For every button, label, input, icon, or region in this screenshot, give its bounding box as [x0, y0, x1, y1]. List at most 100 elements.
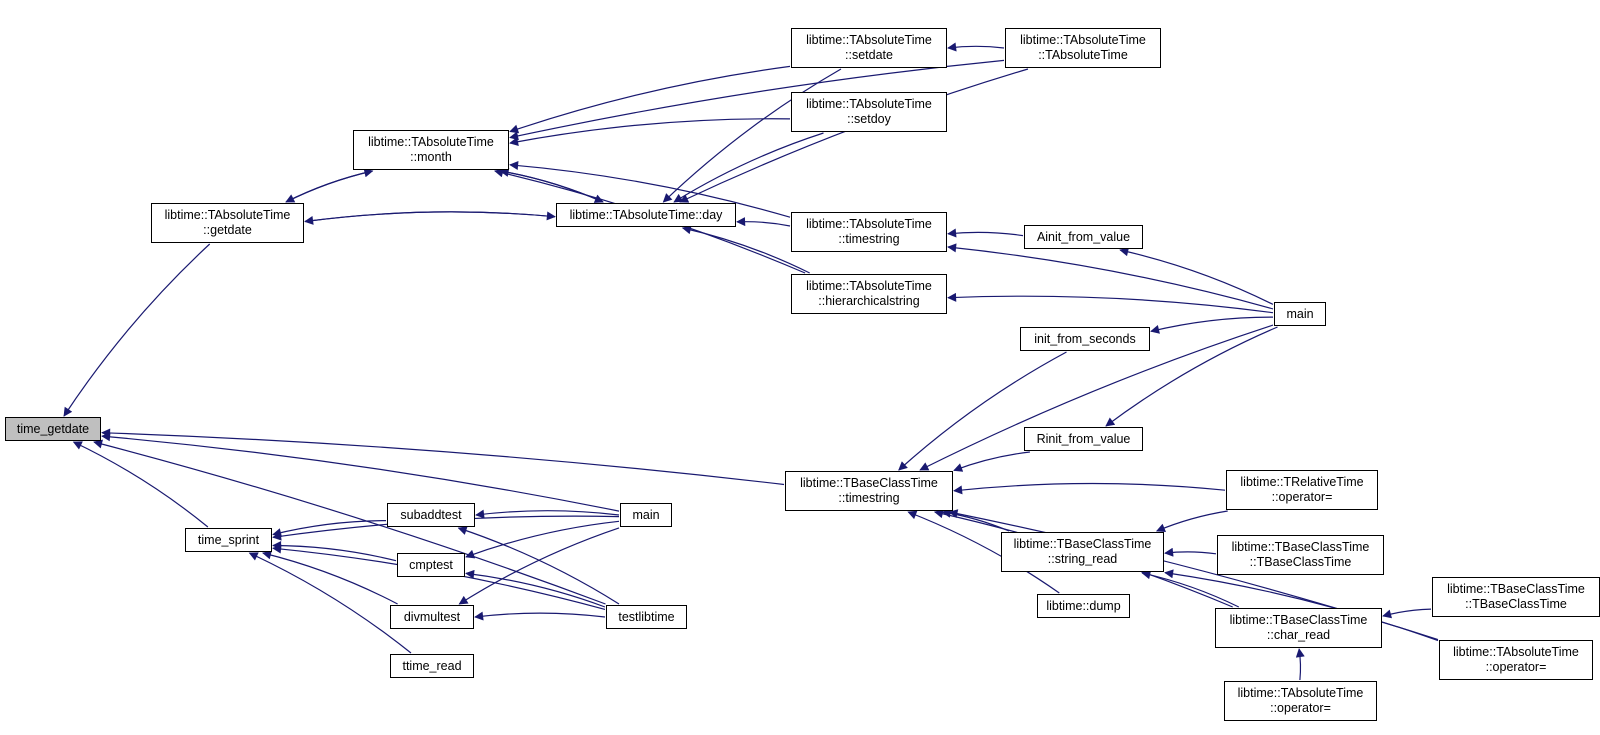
node-label-line: ::operator=	[1270, 701, 1331, 715]
edge-abs-timestring-to-day	[736, 217, 791, 227]
edge-hier-to-day	[681, 225, 810, 274]
node-label-line: ::TBaseClassTime	[1465, 597, 1567, 611]
edge-tabsctor-to-day	[679, 68, 1029, 203]
edge-base-ctor2-to-char-read	[1382, 608, 1432, 619]
edge-testlibtime-to-time-getdate	[93, 439, 606, 605]
node-label-line: ::operator=	[1271, 490, 1333, 504]
node-time-getdate[interactable]: time_getdate	[5, 417, 101, 441]
edge-abs-op2-to-string-read	[1164, 569, 1439, 642]
edge-rinit-to-base-timestring	[953, 451, 1030, 472]
node-init-sec[interactable]: init_from_seconds	[1020, 327, 1150, 351]
node-getdate[interactable]: libtime::TAbsoluteTime::getdate	[151, 203, 304, 243]
edge-testlibtime-to-subaddtest	[457, 526, 620, 605]
node-label-line: libtime::TAbsoluteTime	[1237, 686, 1364, 700]
node-setdate[interactable]: libtime::TAbsoluteTime::setdate	[791, 28, 947, 68]
edge-main-r-to-abs-timestring	[947, 243, 1274, 310]
node-label-line: libtime::TBaseClassTime	[1231, 540, 1370, 554]
edge-tabsctor-to-setdate	[947, 42, 1005, 52]
node-label-line: init_from_seconds	[1034, 331, 1136, 346]
node-cmptest[interactable]: cmptest	[397, 553, 465, 577]
edge-cmptest-to-time-sprint	[272, 541, 397, 562]
edge-ainit-to-abs-timestring	[947, 228, 1024, 238]
edge-setdoy-to-month	[509, 118, 791, 147]
edge-base-timestring-to-time-getdate	[101, 428, 785, 486]
edge-testlibtime-to-divmultest	[474, 611, 606, 621]
node-label-line: ::char_read	[1266, 628, 1331, 642]
node-label-line: ::timestring	[838, 232, 900, 246]
node-main-l[interactable]: main	[620, 503, 672, 527]
node-subaddtest[interactable]: subaddtest	[387, 503, 475, 527]
edge-main-r-to-rinit	[1105, 326, 1278, 427]
node-setdoy[interactable]: libtime::TAbsoluteTime::setdoy	[791, 92, 947, 132]
node-label-line: ::operator=	[1485, 660, 1547, 674]
edge-month-to-getdate	[285, 170, 373, 203]
node-string-read[interactable]: libtime::TBaseClassTime::string_read	[1001, 532, 1164, 572]
edge-getdate-to-day	[304, 211, 556, 223]
edge-abs-timestring-to-month	[509, 161, 791, 218]
edge-time-sprint-to-time-getdate	[72, 441, 209, 528]
edges	[63, 42, 1439, 681]
edge-main-r-to-hier	[947, 292, 1274, 314]
node-abs-op2[interactable]: libtime::TAbsoluteTime::operator=	[1439, 640, 1593, 680]
node-testlibtime[interactable]: testlibtime	[606, 605, 687, 629]
node-label-line: libtime::TAbsoluteTime::day	[569, 207, 723, 222]
node-label-line: ::getdate	[203, 223, 252, 237]
node-label-line: ::month	[410, 150, 452, 164]
node-label-line: Ainit_from_value	[1036, 229, 1131, 244]
edge-char-read-to-string-read	[1141, 570, 1240, 608]
node-dump[interactable]: libtime::dump	[1037, 594, 1130, 618]
edge-subaddtest-to-time-sprint	[272, 520, 387, 537]
node-label-line: ::setdoy	[847, 112, 891, 126]
node-label-line: libtime::TBaseClassTime	[1447, 582, 1585, 596]
node-day[interactable]: libtime::TAbsoluteTime::day	[556, 203, 736, 227]
node-label-line: main	[632, 507, 660, 522]
node-label-line: libtime::TAbsoluteTime	[1020, 33, 1146, 47]
node-label-line: libtime::TAbsoluteTime	[806, 217, 932, 231]
node-label-line: libtime::TAbsoluteTime	[164, 208, 291, 222]
node-label-line: ttime_read	[402, 658, 462, 673]
node-abs-op1[interactable]: libtime::TAbsoluteTime::operator=	[1224, 681, 1377, 721]
edge-getdate-to-month	[285, 168, 374, 203]
node-label-line: ::TAbsoluteTime	[1038, 48, 1128, 62]
node-abs-timestring[interactable]: libtime::TAbsoluteTime::timestring	[791, 212, 947, 252]
edge-base-ctor1-to-string-read	[1164, 547, 1217, 557]
node-label-line: subaddtest	[400, 507, 462, 522]
edge-setdate-to-month	[509, 65, 791, 134]
edge-main-l-to-time-getdate	[101, 432, 620, 512]
node-label-line: time_sprint	[197, 532, 260, 547]
node-label-line: libtime::TAbsoluteTime	[806, 97, 932, 111]
node-label-line: libtime::TBaseClassTime	[800, 476, 938, 490]
edge-main-l-to-divmultest	[458, 527, 620, 605]
node-label-line: ::timestring	[838, 491, 900, 505]
node-label-line: libtime::TAbsoluteTime	[806, 33, 932, 47]
edge-main-r-to-ainit	[1119, 247, 1274, 305]
edge-main-l-to-cmptest	[465, 520, 620, 559]
edge-rel-op-to-string-read	[1155, 510, 1228, 533]
edge-abs-op1-to-char-read	[1295, 648, 1305, 681]
node-time-sprint[interactable]: time_sprint	[185, 528, 272, 552]
edge-divmultest-to-time-sprint	[262, 550, 398, 605]
node-base-timestring[interactable]: libtime::TBaseClassTime::timestring	[785, 471, 953, 511]
edge-month-to-day	[500, 170, 604, 203]
node-hier[interactable]: libtime::TAbsoluteTime::hierarchicalstri…	[791, 274, 947, 314]
node-char-read[interactable]: libtime::TBaseClassTime::char_read	[1215, 608, 1382, 648]
node-base-ctor1[interactable]: libtime::TBaseClassTime::TBaseClassTime	[1217, 535, 1384, 575]
edge-testlibtime-to-cmptest	[465, 569, 606, 608]
node-label-line: libtime::TBaseClassTime	[1013, 537, 1152, 551]
node-label-line: libtime::TAbsoluteTime	[806, 279, 932, 293]
node-rel-op[interactable]: libtime::TRelativeTime::operator=	[1226, 470, 1378, 510]
edge-dump-to-base-timestring	[907, 510, 1060, 594]
node-month[interactable]: libtime::TAbsoluteTime::month	[353, 130, 509, 170]
node-label-line: testlibtime	[618, 609, 675, 624]
node-label-line: libtime::TAbsoluteTime	[368, 135, 494, 149]
edge-main-r-to-base-timestring	[919, 324, 1274, 471]
node-divmultest[interactable]: divmultest	[390, 605, 474, 629]
node-label-line: Rinit_from_value	[1036, 431, 1131, 446]
node-rinit[interactable]: Rinit_from_value	[1024, 427, 1143, 451]
edge-main-r-to-init-sec	[1150, 316, 1274, 334]
node-tabsctor[interactable]: libtime::TAbsoluteTime::TAbsoluteTime	[1005, 28, 1161, 68]
node-base-ctor2[interactable]: libtime::TBaseClassTime::TBaseClassTime	[1432, 577, 1600, 617]
node-main-r[interactable]: main	[1274, 302, 1326, 326]
node-ainit[interactable]: Ainit_from_value	[1024, 225, 1143, 249]
node-ttime-read[interactable]: ttime_read	[390, 654, 474, 678]
